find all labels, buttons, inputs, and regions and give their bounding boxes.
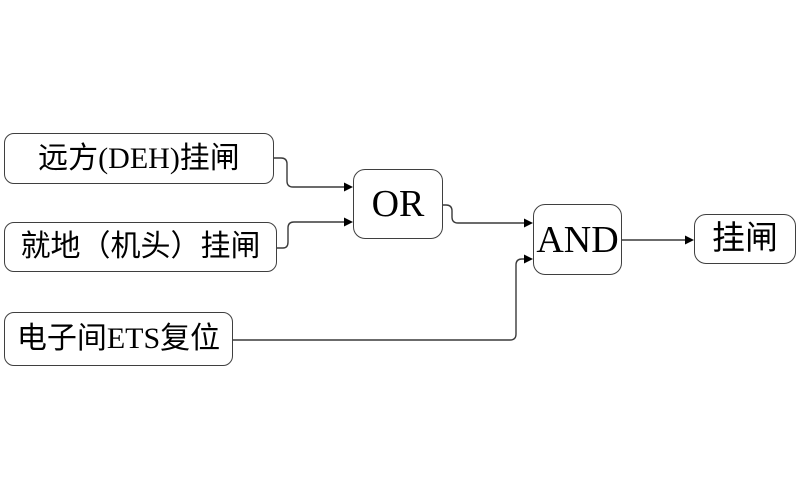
input-node-remote-deh: 远方(DEH)挂闸 — [4, 133, 274, 184]
input-node-label: 远方(DEH)挂闸 — [38, 141, 240, 175]
gate-label: OR — [371, 183, 425, 225]
output-node-label: 挂闸 — [712, 220, 778, 257]
connector-remote-to-or — [274, 157, 344, 188]
connector-local-to-or — [277, 221, 344, 249]
connector-or-to-and — [443, 204, 524, 224]
input-node-local-head: 就地（机头）挂闸 — [4, 222, 277, 272]
connector-ets-to-and — [233, 258, 524, 341]
arrowhead-icon — [344, 182, 353, 192]
input-node-label: 电子间ETS复位 — [16, 322, 221, 355]
gate-label: AND — [536, 218, 619, 261]
arrowhead-icon — [685, 235, 694, 245]
output-node-latch: 挂闸 — [694, 214, 796, 264]
input-node-label: 就地（机头）挂闸 — [20, 230, 261, 263]
or-gate-node: OR — [353, 169, 443, 239]
and-gate-node: AND — [533, 204, 622, 275]
input-node-ets-reset: 电子间ETS复位 — [4, 312, 233, 366]
arrowhead-icon — [344, 217, 353, 227]
arrowhead-icon — [524, 254, 533, 264]
arrowhead-icon — [524, 218, 533, 228]
